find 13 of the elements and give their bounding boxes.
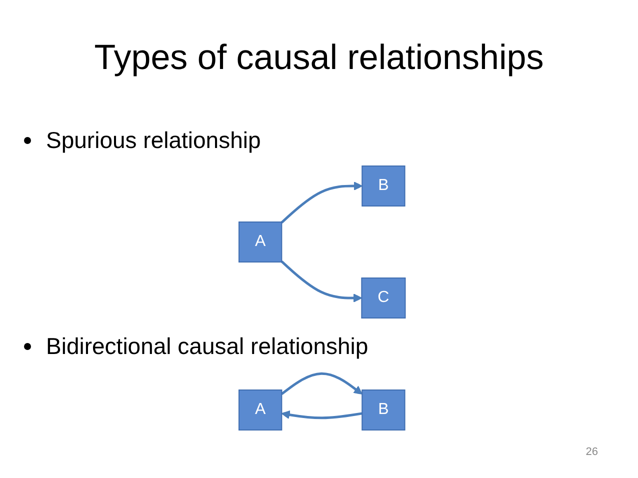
bullet-text: Spurious relationship [46, 126, 261, 154]
bullet-text: Bidirectional causal relationship [46, 332, 368, 360]
slide-title: Types of causal relationships [94, 38, 544, 78]
node-box: A [238, 390, 282, 430]
arrow [281, 410, 362, 420]
arrow [280, 182, 362, 224]
node-box: B [362, 390, 406, 430]
arrow [280, 260, 362, 302]
node-box: A [238, 222, 282, 262]
node-box: B [362, 166, 406, 206]
node-box: C [361, 278, 406, 318]
page-number: 26 [586, 446, 598, 458]
arrow [280, 372, 362, 395]
